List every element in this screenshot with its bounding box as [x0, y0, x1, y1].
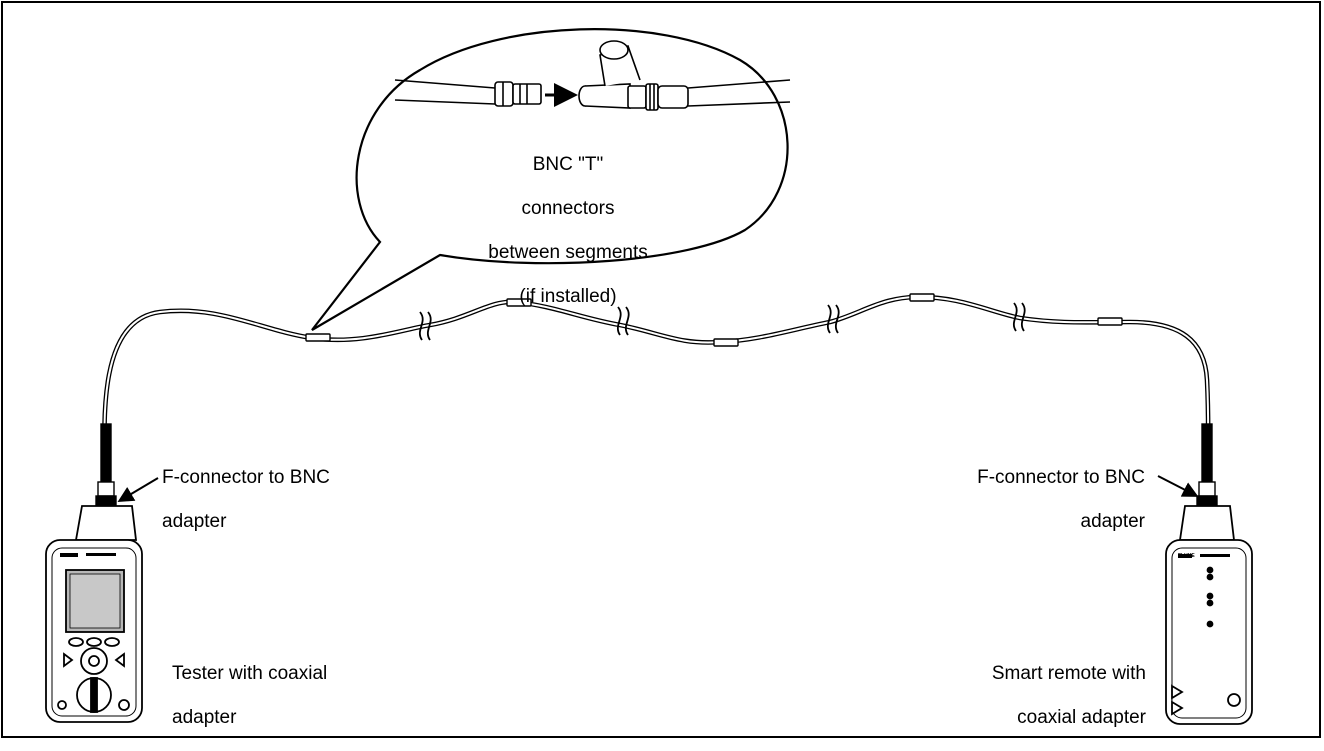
tester-device — [45, 505, 143, 723]
right-adapter-line-2: adapter — [1080, 511, 1145, 532]
remote-label: Smart remote with coaxial adapter — [946, 641, 1146, 751]
cable-break-marks — [418, 302, 1026, 341]
left-f-connector — [95, 423, 117, 507]
tester-label: Tester with coaxial adapter — [172, 641, 327, 751]
left-adapter-arrow — [117, 477, 159, 503]
left-adapter-line-2: adapter — [162, 511, 227, 532]
bnc-t-connector-illustration — [394, 40, 791, 111]
remote-device — [1165, 505, 1253, 725]
remote-line-1: Smart remote with — [991, 663, 1146, 684]
callout-line-1: BNC "T" — [532, 154, 604, 175]
left-adapter-line-1: F-connector to BNC — [162, 467, 330, 488]
callout-line-4: (if installed) — [519, 286, 617, 307]
tester-logo: FLUKE — [60, 553, 77, 559]
right-adapter-arrow — [1157, 475, 1199, 497]
callout-label: BNC "T" connectors between segments (if … — [488, 132, 648, 330]
remote-logo: FLUKE — [1178, 553, 1195, 559]
left-adapter-label: F-connector to BNC adapter — [162, 445, 330, 555]
inline-connectors — [305, 293, 1123, 347]
remote-line-2: coaxial adapter — [1017, 707, 1146, 728]
right-adapter-line-1: F-connector to BNC — [977, 467, 1145, 488]
callout-line-2: connectors — [521, 198, 615, 219]
diagram-frame — [1, 1, 1321, 738]
callout-line-3: between segments — [488, 242, 648, 263]
tester-line-1: Tester with coaxial — [172, 663, 328, 684]
right-adapter-label: F-connector to BNC adapter — [945, 445, 1145, 555]
tester-line-2: adapter — [172, 707, 237, 728]
right-f-connector — [1196, 423, 1218, 507]
